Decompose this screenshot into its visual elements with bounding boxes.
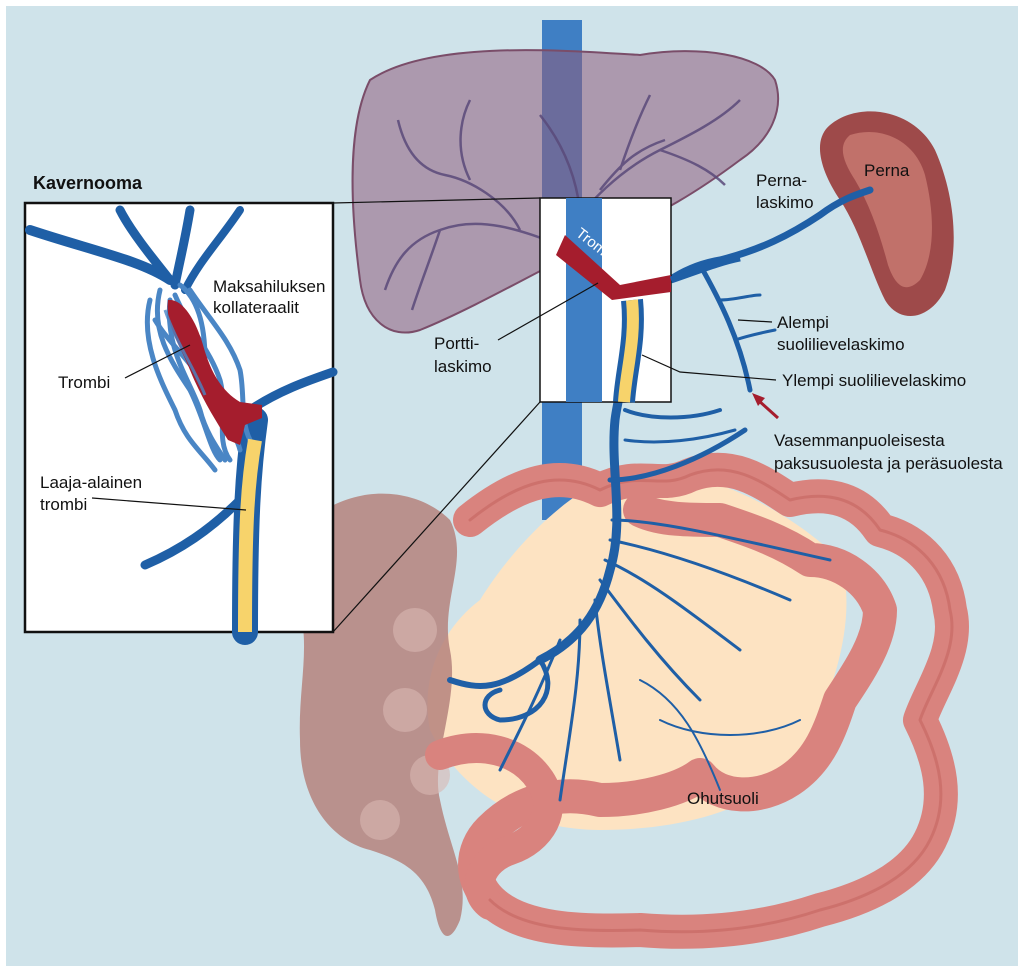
colon-inflow-label-line2: paksusuolesta ja peräsuolesta	[774, 454, 1003, 473]
cavernoma-title: Kavernooma	[33, 173, 143, 193]
portal-inset-frame	[540, 198, 671, 402]
extensive-thrombus-label-line1: Laaja-alainen	[40, 473, 142, 492]
collaterals-label-line1: Maksahiluksen	[213, 277, 325, 296]
collaterals-label-line2: kollateraalit	[213, 298, 299, 317]
splenic-vein-label-line2: laskimo	[756, 193, 814, 212]
cavernoma-inset: Kavernooma Maksahiluksen kollateraalit T…	[25, 173, 333, 632]
extensive-thrombus-label-line2: trombi	[40, 495, 87, 514]
colon-inflow-label-line1: Vasemmanpuoleisesta	[774, 431, 945, 450]
spleen-label: Perna	[864, 161, 910, 180]
portal-vein-label-line2: laskimo	[434, 357, 492, 376]
inferior-mesenteric-label-line2: suolilievelaskimo	[777, 335, 905, 354]
portal-vein-label-line1: Portti-	[434, 334, 479, 353]
small-intestine-label: Ohutsuoli	[687, 789, 759, 808]
inset-thrombus-label: Trombi	[58, 373, 110, 392]
superior-mesenteric-label: Ylempi suolilievelaskimo	[782, 371, 966, 390]
inferior-mesenteric-label-line1: Alempi	[777, 313, 829, 332]
splenic-vein-label-line1: Perna-	[756, 171, 807, 190]
